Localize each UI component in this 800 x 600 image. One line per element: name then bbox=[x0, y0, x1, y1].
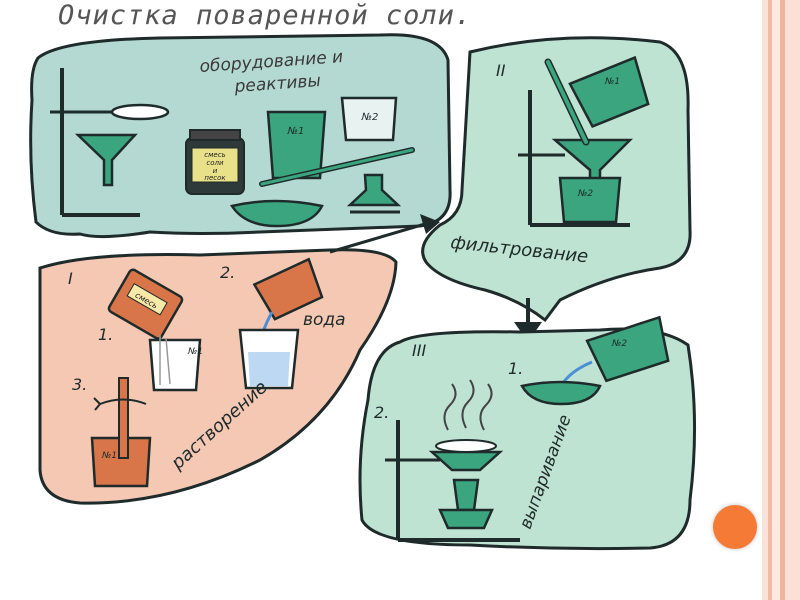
evaporation-step-1: 1. bbox=[508, 359, 523, 378]
dissolution-step-2: 2. bbox=[220, 263, 235, 282]
filtration-beaker-1-label: №1 bbox=[604, 77, 620, 87]
filtration-panel: II №2 №1 фильтрование bbox=[423, 38, 690, 342]
dissolution-step-1: 1. bbox=[98, 325, 113, 344]
water-label: вода bbox=[303, 310, 346, 330]
filtration-beaker-2-label: №2 bbox=[577, 189, 593, 199]
dissolution-beaker-label-2: №1 bbox=[101, 451, 117, 461]
evaporation-beaker-label: №2 bbox=[611, 339, 627, 349]
jar-label-line-1: смесь bbox=[204, 151, 225, 159]
slide-accent-dot bbox=[713, 505, 757, 549]
filtration-roman-numeral: II bbox=[496, 61, 506, 80]
jar-label-line-2: соли bbox=[206, 159, 224, 167]
evaporation-step-2: 2. bbox=[374, 403, 389, 422]
equipment-beaker-2-label: №2 bbox=[361, 112, 379, 123]
equipment-panel: смесь соли и песок №1 №2 оборудование и … bbox=[31, 35, 450, 237]
dissolution-beaker-label-1: №1 bbox=[187, 347, 203, 357]
evaporation-panel: III 1. 2. №2 выпаривание bbox=[360, 317, 695, 548]
equipment-beaker-1-label: №1 bbox=[287, 126, 305, 137]
evaporation-roman-numeral: III bbox=[412, 341, 426, 360]
dissolution-step-3: 3. bbox=[72, 375, 87, 394]
dissolution-roman-numeral: I bbox=[68, 269, 73, 288]
jar-label-line-4: песок bbox=[204, 174, 226, 182]
